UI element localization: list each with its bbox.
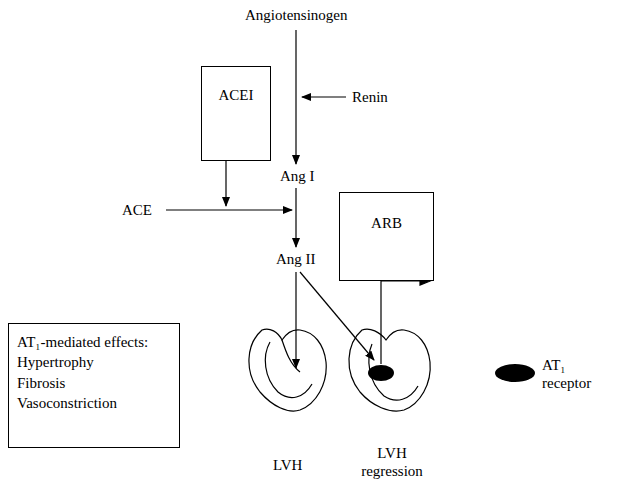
pathway-label: LVH <box>273 456 302 474</box>
pathway-label: Angiotensinogen <box>245 6 348 24</box>
angii-arrow <box>295 272 296 368</box>
drug-box: ARB <box>339 192 434 281</box>
effect-item: Hypertrophy <box>17 352 171 372</box>
receptor-symbol <box>368 365 394 381</box>
drug-box: ACEI <box>201 66 271 161</box>
box-title: AT₁-mediated effects: <box>17 332 171 352</box>
main-arrow <box>295 188 296 247</box>
legend-text: AT₁ receptor <box>542 356 608 392</box>
renin-arrow <box>302 96 346 97</box>
heart-chamber <box>265 342 312 398</box>
box-title: ARB <box>348 213 425 233</box>
effect-item: Fibrosis <box>17 373 171 393</box>
legend-swatch <box>495 364 535 382</box>
box-title: ACEI <box>210 85 262 105</box>
ace-arrow <box>166 209 292 210</box>
heart-outline <box>249 329 326 411</box>
effect-item: Vasoconstriction <box>17 393 171 413</box>
heart-chamber <box>369 344 418 400</box>
effects-box: AT₁-mediated effects:HypertrophyFibrosis… <box>8 323 180 448</box>
arb-line <box>381 281 424 364</box>
heart-septum <box>282 340 300 372</box>
main-arrow <box>295 30 296 164</box>
pathway-label: Renin <box>352 88 388 106</box>
acei-arrow <box>225 161 226 206</box>
pathway-label: Ang II <box>276 250 316 268</box>
pathway-label: ACE <box>122 201 152 219</box>
pathway-label: Ang I <box>280 167 315 185</box>
angii-arrow <box>300 272 374 360</box>
pathway-label: LVH regression <box>351 444 433 480</box>
heart-outline <box>349 329 430 411</box>
